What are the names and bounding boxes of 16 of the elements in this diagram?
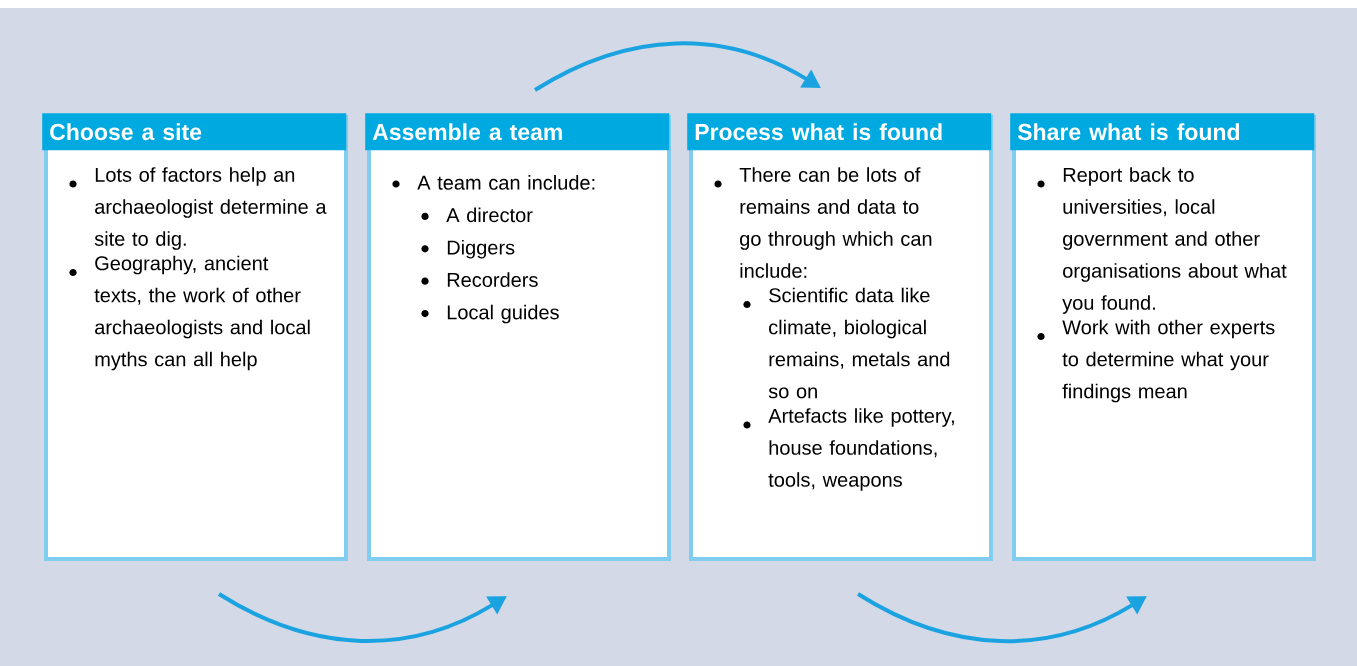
bullet-item: Local guides [421,304,559,324]
bullet-item: A director [421,207,533,223]
box-heading: Share what is found [1010,113,1315,151]
bullet-item: Work with other experts to determine what your findings mean [1037,319,1275,403]
bullet-item: There can be lots of remains and data to go through which can include: [714,167,932,278]
bullet-item: Geography, ancient texts, the work of other archaeologists and local myths can all help [69,255,310,371]
bullet-item: Artefacts like pottery, house foundations, tools, weapons [743,408,954,491]
bullet-item: Lots of factors help an archaeologist determine a site to dig. [69,167,327,250]
bullet-item: Report back to universities, local government and other organisations about what you found. [1037,167,1287,314]
box-heading: Choose a site [42,113,347,151]
bullet-item: Scientific data like climate, biological remains, metals and so on [743,287,950,399]
box-heading: Process what is found [687,113,992,151]
bullet-item: Recorders [421,272,538,287]
bullet-item: Diggers [421,239,515,259]
bullet-item: A team can include: [392,175,595,190]
box-heading: Assemble a team [365,113,670,151]
